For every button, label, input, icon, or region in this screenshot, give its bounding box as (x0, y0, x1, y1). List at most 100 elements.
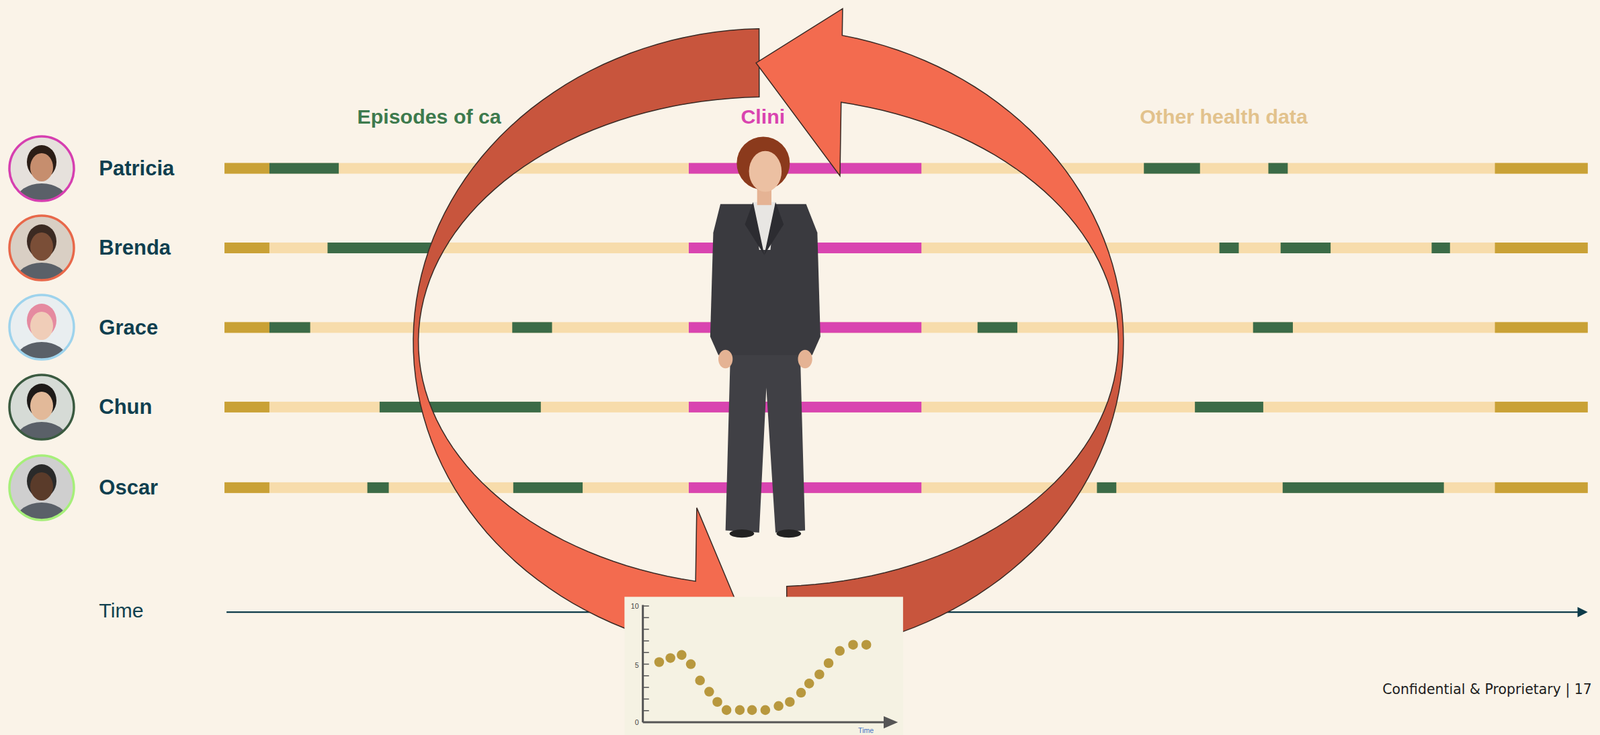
chart-tick (643, 640, 650, 642)
axis-label: 0 (635, 719, 640, 727)
chart-tick (643, 663, 650, 666)
care-episode (269, 163, 339, 175)
chart-point (848, 639, 859, 650)
person-row-node: Chun (6, 372, 229, 442)
care-episode (367, 482, 390, 494)
person-name: Grace (98, 317, 158, 339)
chart-point (760, 705, 771, 716)
column-heading: Episodes of ca (356, 106, 501, 128)
care-episode (1143, 163, 1201, 175)
avatar-circle (6, 372, 77, 443)
chart-point (721, 705, 732, 716)
chart-point (676, 650, 687, 661)
chart-tick (643, 675, 650, 677)
person-row-node: Brenda (6, 213, 229, 283)
clinical-segment (688, 401, 922, 413)
chart-point (784, 696, 795, 707)
chart-tick (643, 721, 650, 724)
timeline-end (224, 321, 270, 333)
chart-point (735, 705, 746, 716)
care-episode (269, 321, 311, 333)
care-episode (1268, 163, 1288, 175)
illustration-group (224, 8, 1588, 735)
chart-point (654, 657, 665, 668)
shoe (729, 529, 754, 538)
chart-tick (643, 628, 650, 631)
chart-tick (643, 651, 650, 654)
care-episode (1194, 401, 1264, 413)
chart-x-axis (643, 721, 888, 724)
care-episode (1282, 482, 1445, 494)
care-episode (1219, 242, 1240, 254)
column-heading: Clini (740, 106, 785, 128)
chart-tick (643, 698, 650, 701)
timeline-end (1495, 321, 1588, 333)
chart-axis-arrowhead (883, 716, 898, 729)
chart-point (747, 705, 758, 716)
care-episode (513, 482, 583, 494)
avatar-circle (6, 133, 77, 204)
chart-point (665, 653, 676, 664)
chart-point (861, 639, 872, 650)
chart-point (773, 701, 784, 712)
person-name: Patricia (98, 157, 175, 179)
chart-background (624, 596, 904, 735)
person-name: Chun (98, 396, 152, 418)
footer-note: Confidential & Proprietary | 17 (1382, 682, 1592, 697)
timeline-end (1495, 401, 1588, 413)
column-heading: Other health data (1139, 106, 1308, 128)
chart-tick (643, 686, 650, 689)
axis-arrowhead (1577, 607, 1588, 618)
care-episode (379, 401, 541, 413)
chart-point (694, 676, 705, 687)
avatar-circle (6, 213, 77, 283)
clinical-segment (688, 163, 922, 175)
timeline-end (224, 401, 270, 413)
care-episode (1096, 482, 1117, 494)
person-figure (710, 136, 821, 538)
chart-point (804, 678, 815, 689)
care-episode (977, 321, 1018, 333)
avatar-circle (6, 452, 77, 523)
person-row-node: Patricia (6, 134, 229, 203)
care-episode (1431, 242, 1450, 254)
timeline-end (224, 163, 270, 175)
chart-point (814, 669, 825, 680)
chart-tick (643, 710, 650, 712)
axis-label: Time (98, 600, 144, 621)
care-episode (1253, 321, 1293, 333)
care-episode (1280, 242, 1331, 254)
timeline-bar (224, 321, 1588, 333)
hand (718, 350, 733, 369)
axis-label: 5 (635, 661, 640, 670)
timeline-end (224, 482, 270, 494)
person-row-node: Oscar (6, 453, 229, 523)
timeline-bar (224, 482, 1588, 494)
timeline-bar (224, 163, 1588, 175)
trousers (725, 346, 806, 533)
chart-point (704, 686, 715, 697)
lapel (764, 202, 784, 256)
axis-label: 10 (630, 602, 640, 611)
person-name: Brenda (98, 237, 171, 259)
cycle-arrow (755, 8, 1124, 655)
chart-point (686, 659, 697, 670)
care-episode (512, 321, 552, 333)
care-episode (327, 242, 439, 254)
face (749, 151, 783, 193)
timeline-end (224, 242, 270, 254)
chart-point (823, 658, 834, 669)
timeline-end (1495, 482, 1588, 494)
axis-label: Time (858, 727, 874, 735)
chart-tick (643, 605, 650, 607)
chart-tick (643, 617, 650, 619)
chart-point (834, 646, 845, 657)
timeline-row (224, 482, 1588, 494)
person-row-node: Grace (6, 292, 229, 362)
avatar-circle (6, 292, 77, 363)
inset-chart (624, 596, 904, 735)
timeline-end (1495, 163, 1588, 175)
chart-point (796, 688, 807, 699)
